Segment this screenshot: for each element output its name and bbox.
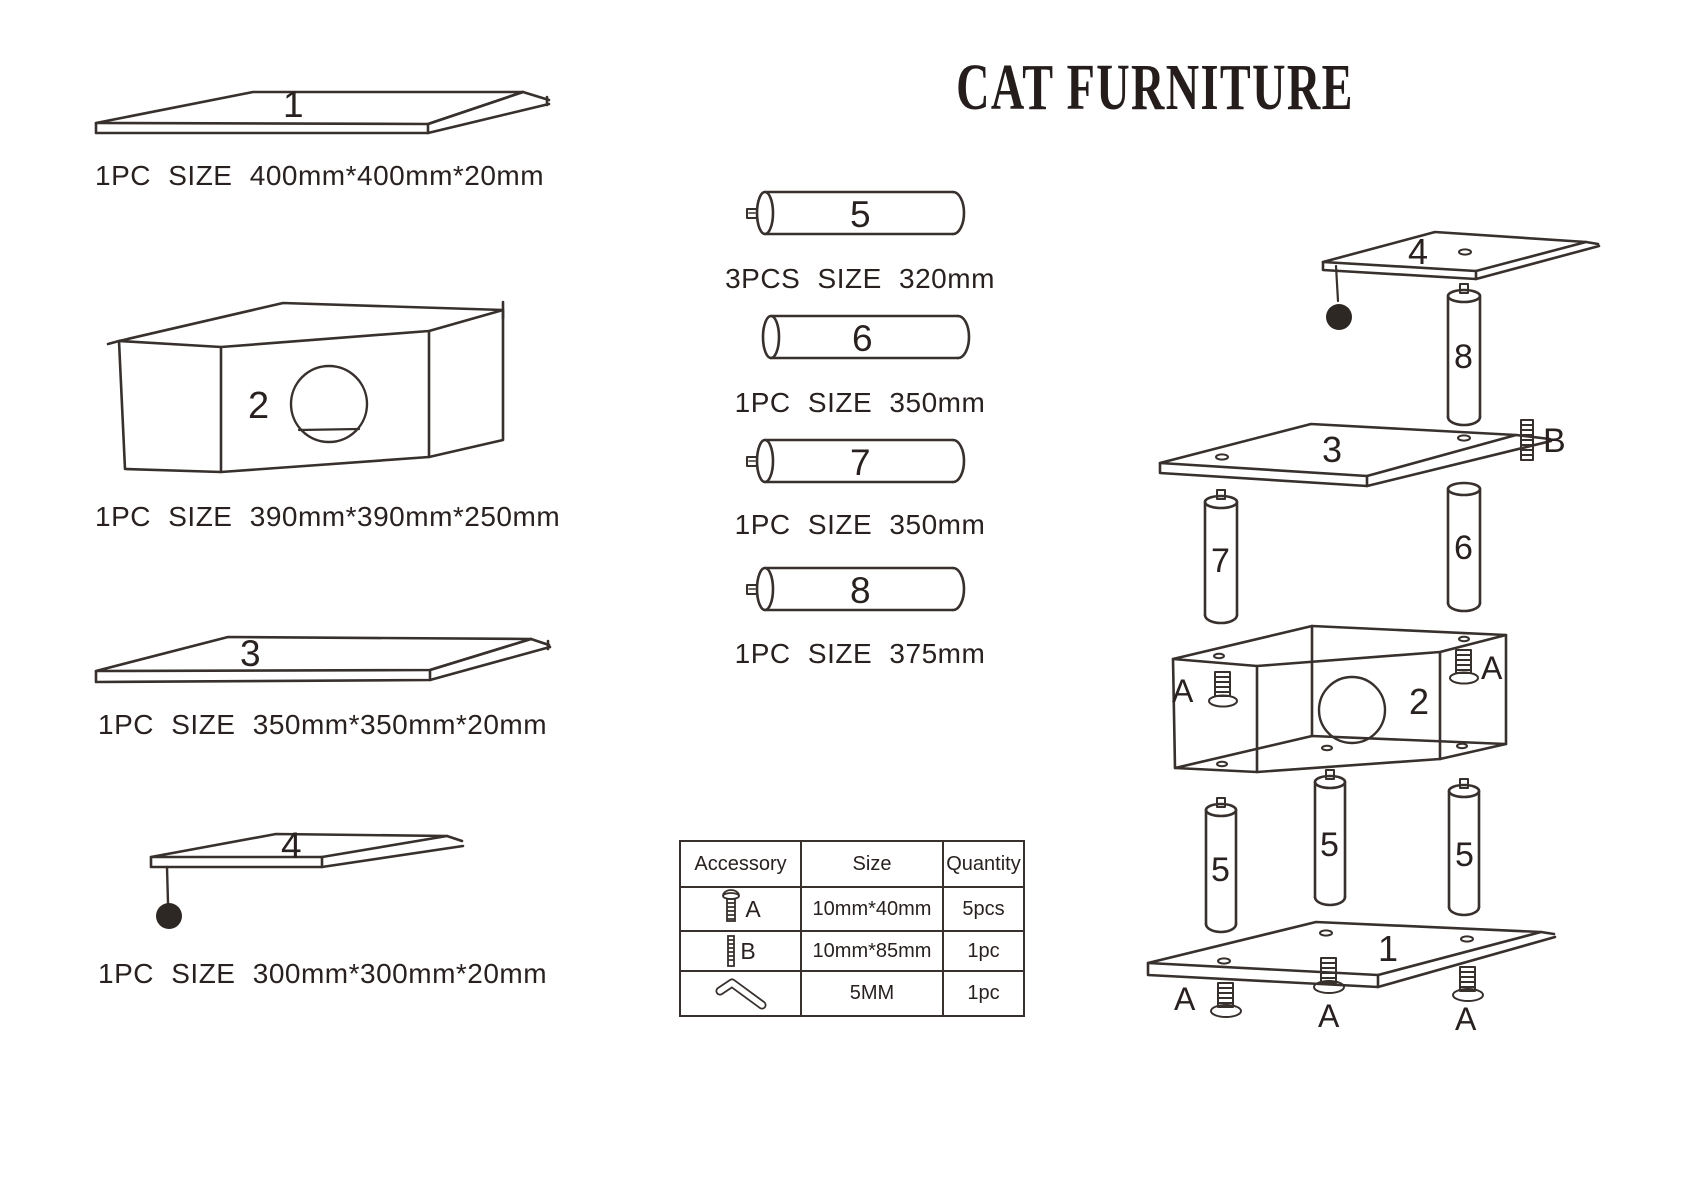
part2-caption: 1PC SIZE 390mm*390mm*250mm	[95, 501, 561, 532]
assembly-post5-mid-label: 5	[1320, 826, 1339, 864]
part4-number-label: 4	[281, 825, 302, 866]
accessory-a-size: 10mm*40mm	[800, 886, 944, 932]
assembly-post5-left-stud	[1216, 797, 1226, 808]
assembly-screw-a-bottom-mid: A	[1313, 957, 1345, 1034]
bolt-b-icon	[727, 935, 736, 967]
assembly-house2-label: 2	[1409, 681, 1429, 722]
screw-a-icon	[722, 889, 741, 922]
post7-number-label: 7	[850, 442, 871, 483]
assembly-post5-left: 5	[1204, 797, 1238, 934]
accessory-table: Accessory Size Quantity A 10mm*40mm 5pcs	[679, 840, 1025, 1017]
part1-number-label: 1	[283, 84, 304, 125]
post6-caption: 1PC SIZE 350mm	[734, 387, 986, 418]
assembly-panel1-label: 1	[1378, 928, 1398, 969]
assembly-post7: 7	[1203, 489, 1239, 625]
exploded-assembly-diagram: 4 8 3	[1146, 230, 1601, 1037]
assembly-post5-right-label: 5	[1455, 836, 1474, 874]
assembly-screw-a-bottom-right-label: A	[1455, 1001, 1477, 1037]
size-header: Size	[800, 840, 944, 888]
page-title: CAT FURNITURE	[956, 51, 1354, 124]
post5-stud	[746, 208, 758, 219]
assembly-screw-a-bottom-left-label: A	[1174, 981, 1196, 1017]
assembly-screw-a-left-label: A	[1172, 673, 1194, 709]
assembly-toy-ball	[1326, 304, 1352, 330]
post8-drawing: 8	[746, 566, 966, 612]
post7-caption: 1PC SIZE 350mm	[734, 509, 986, 540]
assembly-post5-right-stud	[1459, 778, 1469, 789]
assembly-post6: 6	[1446, 481, 1482, 613]
part4-panel-ball-drawing: 4	[149, 825, 465, 929]
table-row-screw-a: A 10mm*40mm 5pcs	[679, 886, 1025, 932]
part3-number-label: 3	[240, 633, 261, 674]
post5-number-label: 5	[850, 194, 871, 235]
assembly-post7-stud	[1216, 489, 1226, 500]
accessory-header: Accessory	[679, 840, 802, 888]
post8-number-label: 8	[850, 570, 871, 611]
assembly-post5-mid: 5	[1313, 769, 1347, 907]
assembly-post8-stud	[1459, 283, 1469, 294]
part3-panel-drawing: 3	[94, 633, 552, 684]
assembly-post5-mid-stud	[1325, 769, 1335, 780]
assembly-toy-string	[1334, 264, 1340, 303]
post8-stud	[746, 584, 758, 595]
assembly-post6-label: 6	[1454, 529, 1473, 567]
assembly-post8-label: 8	[1454, 338, 1473, 376]
assembly-screw-a-left: A	[1172, 671, 1238, 709]
post8-caption: 1PC SIZE 375mm	[734, 638, 986, 669]
assembly-panel4: 4	[1321, 230, 1601, 330]
assembly-bolt-b-label: B	[1543, 422, 1566, 460]
allen-key-icon	[715, 978, 766, 1009]
part1-panel-drawing: 1	[94, 84, 551, 135]
assembly-post7-label: 7	[1211, 542, 1230, 580]
part3-caption: 1PC SIZE 350mm*350mm*20mm	[98, 709, 548, 740]
toy-ball	[156, 903, 182, 929]
quantity-header: Quantity	[942, 840, 1025, 888]
assembly-screw-a-bottom-left: A	[1174, 981, 1242, 1018]
part2-number-label: 2	[248, 385, 269, 427]
post6-number-label: 6	[852, 318, 873, 359]
toy-string	[165, 865, 170, 905]
assembly-screw-a-right-label: A	[1481, 650, 1503, 686]
table-row-bolt-b: B 10mm*85mm 1pc	[679, 930, 1025, 972]
assembly-post5-right: 5	[1447, 778, 1481, 917]
assembly-screw-a-bottom-mid-label: A	[1318, 998, 1340, 1034]
assembly-panel1: 1	[1146, 920, 1557, 989]
accessory-b-label: B	[740, 937, 756, 964]
accessory-a-label: A	[745, 895, 761, 922]
post6-drawing: 6	[761, 314, 971, 360]
part4-caption: 1PC SIZE 300mm*300mm*20mm	[98, 958, 548, 989]
assembly-post8: 8	[1446, 283, 1482, 427]
post7-stud	[746, 456, 758, 467]
allen-key-size: 5MM	[800, 970, 944, 1017]
post5-drawing: 5	[746, 190, 966, 236]
part1-caption: 1PC SIZE 400mm*400mm*20mm	[95, 160, 545, 191]
post5-caption: 3PCS SIZE 320mm	[725, 263, 995, 294]
assembly-screw-a-bottom-right: A	[1452, 966, 1484, 1037]
assembly-panel4-label: 4	[1408, 231, 1428, 272]
assembly-panel3-label: 3	[1322, 429, 1342, 470]
assembly-house2: 2	[1171, 624, 1508, 774]
allen-key-quantity: 1pc	[942, 970, 1025, 1017]
table-row-allen-key: 5MM 1pc	[679, 970, 1025, 1017]
assembly-screw-a-right: A	[1449, 649, 1503, 686]
assembly-panel3: 3	[1158, 422, 1553, 488]
assembly-bolt-b: B	[1520, 419, 1566, 461]
accessory-b-size: 10mm*85mm	[800, 930, 944, 972]
assembly-post5-left-label: 5	[1211, 851, 1230, 889]
accessory-b-quantity: 1pc	[942, 930, 1025, 972]
accessory-table-header-row: Accessory Size Quantity	[679, 840, 1025, 888]
accessory-a-quantity: 5pcs	[942, 886, 1025, 932]
post7-drawing: 7	[746, 438, 966, 484]
part2-house-drawing: 2	[106, 300, 505, 474]
